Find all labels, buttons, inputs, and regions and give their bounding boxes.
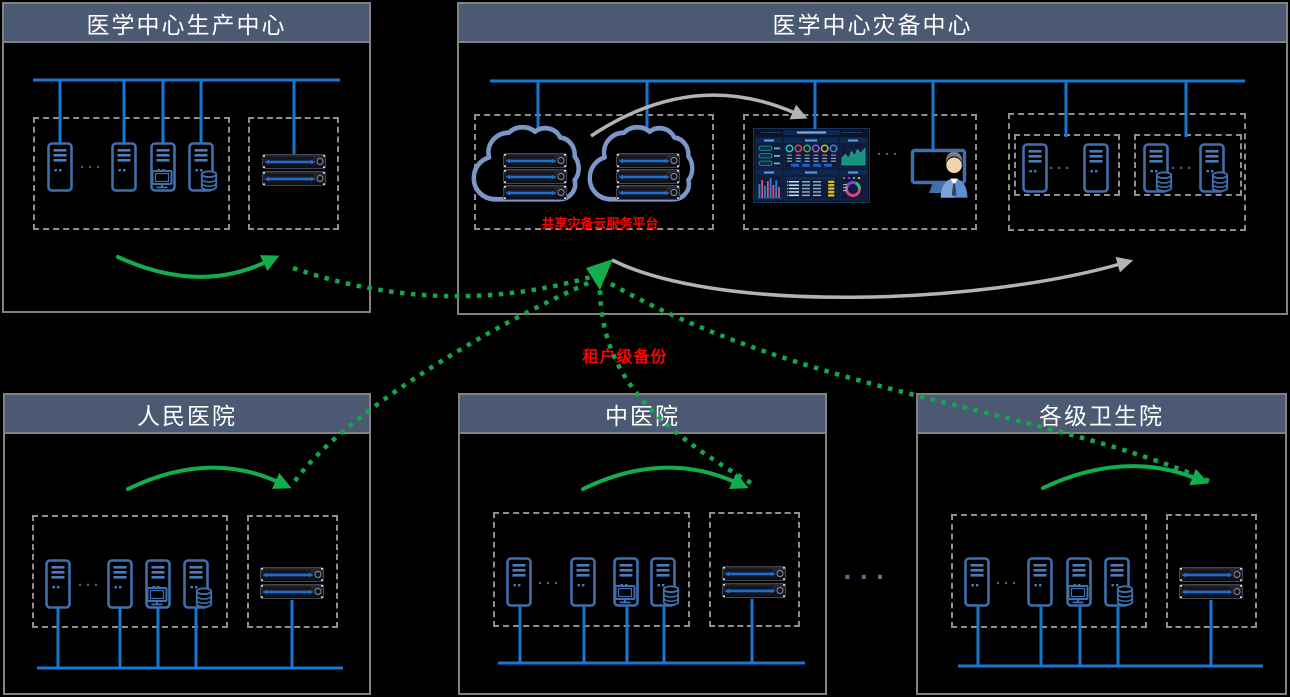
dr-servers-zone xyxy=(1008,113,1246,231)
hospital-weisheng-title: 各级卫生院 xyxy=(1039,402,1164,429)
more-hospitals-ellipsis: ··· xyxy=(843,561,893,592)
zhongyi-servers-zone xyxy=(493,512,690,627)
weisheng-storage-zone xyxy=(1166,514,1257,628)
hospital-weisheng-title-bar: 各级卫生院 xyxy=(918,395,1285,434)
production-storage-zone xyxy=(248,117,339,230)
zhongyi-storage-zone xyxy=(709,512,800,627)
monitoring-dashboard-screen xyxy=(752,127,871,204)
cloud-platform-label: 共享灾备云服务平台 xyxy=(541,216,659,231)
production-servers-zone xyxy=(33,117,230,230)
production-title: 医学中心生产中心 xyxy=(86,11,287,38)
zhongyi-servers-ellipsis: ··· xyxy=(538,575,562,592)
management-ellipsis: ··· xyxy=(877,146,901,163)
hospital-renmin-title: 人民医院 xyxy=(137,402,237,429)
disaster-recovery-title: 医学中心灾备中心 xyxy=(772,11,973,38)
production-servers-ellipsis: ··· xyxy=(80,159,104,176)
hospital-zhongyi-title-bar: 中医院 xyxy=(460,395,825,434)
production-title-bar: 医学中心生产中心 xyxy=(4,4,369,43)
hospital-zhongyi-title: 中医院 xyxy=(605,402,680,429)
dr-subzone-b-ellipsis: ··· xyxy=(1171,160,1195,177)
dr-subzone-a-ellipsis: ··· xyxy=(1049,160,1073,177)
hospital-renmin-title-bar: 人民医院 xyxy=(5,395,369,434)
dr-servers-subzone-b xyxy=(1134,134,1242,196)
renmin-storage-zone xyxy=(247,515,338,628)
management-zone xyxy=(743,114,977,230)
disaster-recovery-title-bar: 医学中心灾备中心 xyxy=(459,4,1286,43)
renmin-servers-ellipsis: ··· xyxy=(78,577,102,594)
weisheng-servers-zone xyxy=(951,514,1147,628)
renmin-servers-zone xyxy=(32,515,228,628)
weisheng-servers-ellipsis: ··· xyxy=(996,575,1020,592)
tenant-backup-label: 租户级备份 xyxy=(582,349,668,366)
